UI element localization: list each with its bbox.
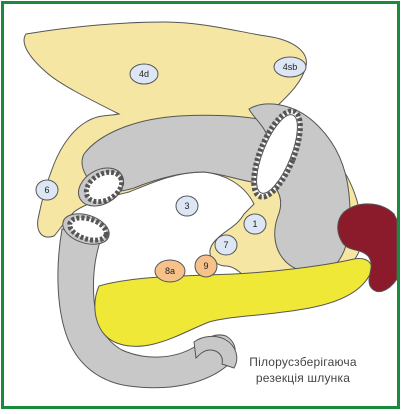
lymph-node-label: 1: [252, 219, 257, 229]
lymph-node-label: 4sb: [283, 62, 298, 72]
lymph-node-label: 3: [184, 201, 189, 211]
lymph-node-label: 6: [44, 185, 49, 195]
lymph-node-3: 3: [176, 196, 198, 216]
lymph-node-9: 9: [195, 255, 217, 277]
lymph-node-4d: 4d: [130, 64, 158, 84]
anatomy-diagram: 4d 4sb 6 3 1 7 8a 9: [4, 4, 397, 406]
lymph-node-8a: 8a: [155, 260, 185, 282]
lymph-node-7: 7: [215, 235, 237, 255]
lymph-node-label: 8a: [165, 266, 175, 276]
lymph-node-6: 6: [36, 180, 58, 200]
lymph-node-label: 4d: [139, 69, 149, 79]
lymph-node-4sb: 4sb: [274, 57, 306, 77]
pancreas: [95, 258, 372, 346]
caption-line-2: резекція шлунка: [218, 371, 388, 386]
diagram-frame: 4d 4sb 6 3 1 7 8a 9 Пілорусз: [1, 1, 400, 409]
lymph-node-label: 7: [223, 240, 228, 250]
lymph-node-1: 1: [244, 214, 266, 234]
caption-line-1: Пілорусзберігаюча: [218, 355, 388, 370]
lymph-node-label: 9: [203, 261, 208, 271]
